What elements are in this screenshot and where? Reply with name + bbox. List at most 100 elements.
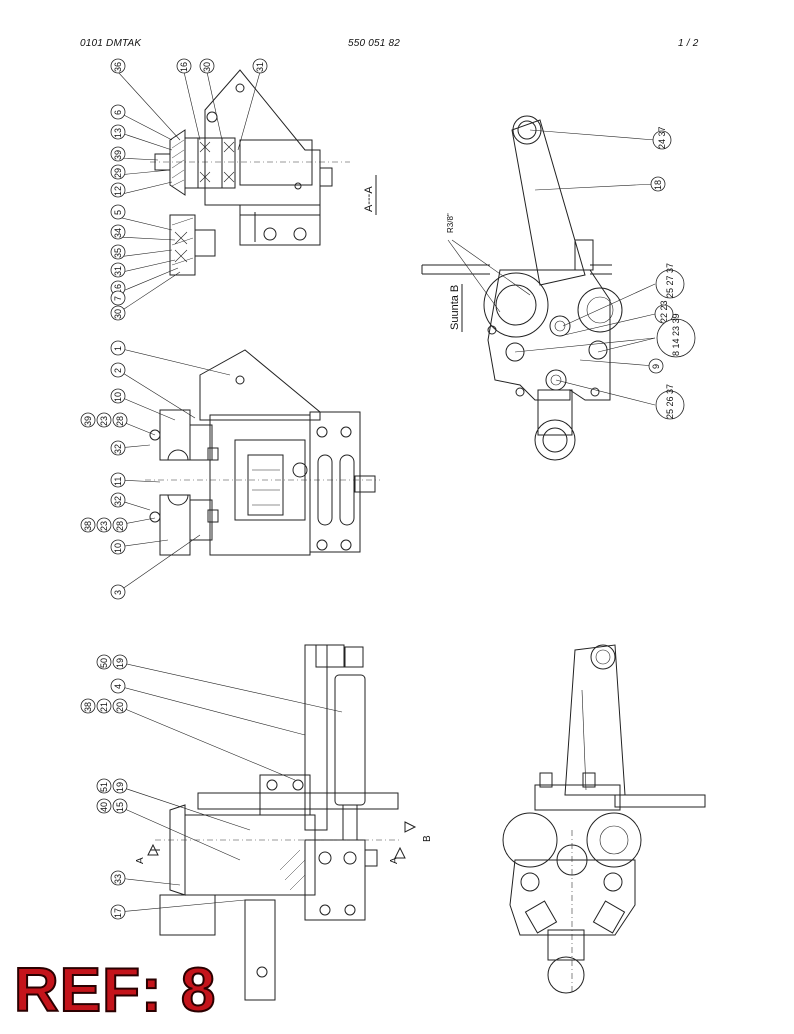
svg-text:29: 29 xyxy=(113,168,123,178)
thread-note: R3/8" xyxy=(446,213,455,233)
balloon: 18 xyxy=(650,176,666,192)
balloon-group-view1: 36 16 30 31 6 13 39 29 12 5 34 35 31 16 … xyxy=(110,58,268,321)
balloon: 10 xyxy=(110,388,126,404)
balloon: 11 xyxy=(110,472,126,488)
svg-text:9: 9 xyxy=(651,364,661,369)
balloon: 6 xyxy=(110,104,126,120)
svg-text:30: 30 xyxy=(113,309,123,319)
part-number: 550 051 82 xyxy=(348,38,401,49)
svg-text:51: 51 xyxy=(99,782,109,792)
svg-text:1: 1 xyxy=(113,346,123,351)
balloon: 30 xyxy=(110,305,126,321)
balloon: 12 xyxy=(110,182,126,198)
ref-label: REF: 8 xyxy=(13,956,217,1025)
balloon: 40 xyxy=(96,798,112,814)
svg-text:23: 23 xyxy=(99,416,109,426)
balloon-group-view3: 1 2 10 39 23 28 32 11 32 38 23 28 10 3 xyxy=(80,340,231,600)
balloon: 23 xyxy=(96,412,112,428)
svg-text:32: 32 xyxy=(113,496,123,506)
view-side-assembly: A A B xyxy=(135,644,433,1001)
svg-text:39: 39 xyxy=(83,416,93,426)
balloon: 32 xyxy=(110,440,126,456)
balloon: 9 xyxy=(648,358,664,374)
balloon: 25 27 37 xyxy=(655,263,685,299)
balloon: 19 xyxy=(112,778,128,794)
svg-text:50: 50 xyxy=(99,658,109,668)
balloon: 25 26 37 xyxy=(655,384,685,420)
balloon: 13 xyxy=(110,124,126,140)
balloon: 23 xyxy=(96,517,112,533)
svg-text:25 26 37: 25 26 37 xyxy=(665,384,675,419)
balloon: 1 xyxy=(110,340,126,356)
svg-text:36: 36 xyxy=(113,62,123,72)
balloon: 20 xyxy=(112,698,128,714)
svg-text:34: 34 xyxy=(113,228,123,238)
direction-label: Suunta B xyxy=(449,285,461,330)
svg-text:33: 33 xyxy=(113,874,123,884)
svg-text:31: 31 xyxy=(113,266,123,276)
balloon: 50 xyxy=(96,654,112,670)
cut-marker-a-right: A xyxy=(389,857,400,864)
svg-text:11: 11 xyxy=(113,477,123,486)
balloon: 15 xyxy=(112,798,128,814)
svg-text:4: 4 xyxy=(113,684,123,689)
balloon-group-view2: 24 37 18 25 27 37 22 23 8 14 23 39 9 25 … xyxy=(514,126,696,420)
svg-text:19: 19 xyxy=(115,658,125,668)
balloon: 35 xyxy=(110,244,126,260)
svg-text:17: 17 xyxy=(113,908,123,918)
balloon: 38 xyxy=(80,698,96,714)
balloon-group-view4: 50 19 4 38 21 20 51 19 40 15 33 17 xyxy=(80,654,343,920)
balloon: 33 xyxy=(110,870,126,886)
balloon: 36 xyxy=(110,58,126,74)
page-number: 1 / 2 xyxy=(678,38,699,49)
svg-text:16: 16 xyxy=(179,62,189,72)
balloon: 2 xyxy=(110,362,126,378)
view-section-a-a: A---A xyxy=(150,69,377,276)
svg-text:13: 13 xyxy=(113,128,123,138)
svg-text:3: 3 xyxy=(113,590,123,595)
balloon: 32 xyxy=(110,492,126,508)
view-direction-b: Suunta B R3/8" xyxy=(421,115,623,461)
svg-text:2: 2 xyxy=(113,368,123,373)
svg-text:30: 30 xyxy=(202,62,212,72)
svg-text:32: 32 xyxy=(113,444,123,454)
balloon: 19 xyxy=(112,654,128,670)
balloon: 38 xyxy=(80,517,96,533)
balloon: 3 xyxy=(110,584,126,600)
balloon: 30 xyxy=(199,58,215,74)
balloon: 21 xyxy=(96,698,112,714)
balloon: 51 xyxy=(96,778,112,794)
svg-text:38: 38 xyxy=(83,702,93,712)
view-front-assembly xyxy=(145,349,380,556)
balloon: 34 xyxy=(110,224,126,240)
svg-text:19: 19 xyxy=(115,782,125,792)
balloon: 24 37 xyxy=(652,126,672,150)
svg-text:25 27 37: 25 27 37 xyxy=(665,263,675,298)
svg-text:24 37: 24 37 xyxy=(657,126,667,149)
svg-text:16: 16 xyxy=(113,284,123,294)
balloon: 28 xyxy=(112,517,128,533)
svg-text:15: 15 xyxy=(115,802,125,812)
svg-text:5: 5 xyxy=(113,210,123,215)
svg-text:21: 21 xyxy=(99,702,109,712)
svg-text:6: 6 xyxy=(113,110,123,115)
svg-text:35: 35 xyxy=(113,248,123,258)
doc-code: 0101 DMTAK xyxy=(80,38,142,49)
svg-text:18: 18 xyxy=(653,180,663,190)
svg-text:40: 40 xyxy=(99,802,109,812)
svg-text:23: 23 xyxy=(99,521,109,531)
svg-text:12: 12 xyxy=(113,186,123,196)
svg-text:39: 39 xyxy=(113,150,123,160)
balloon: 39 xyxy=(80,412,96,428)
balloon: 31 xyxy=(110,262,126,278)
balloon: 5 xyxy=(110,204,126,220)
view-rear-assembly xyxy=(502,644,706,995)
balloon: 31 xyxy=(252,58,268,74)
balloon: 10 xyxy=(110,539,126,555)
svg-text:10: 10 xyxy=(113,392,123,402)
balloon: 7 xyxy=(110,290,126,306)
svg-text:20: 20 xyxy=(115,702,125,712)
svg-text:28: 28 xyxy=(115,416,125,426)
cut-marker-a-left: A xyxy=(135,857,146,864)
